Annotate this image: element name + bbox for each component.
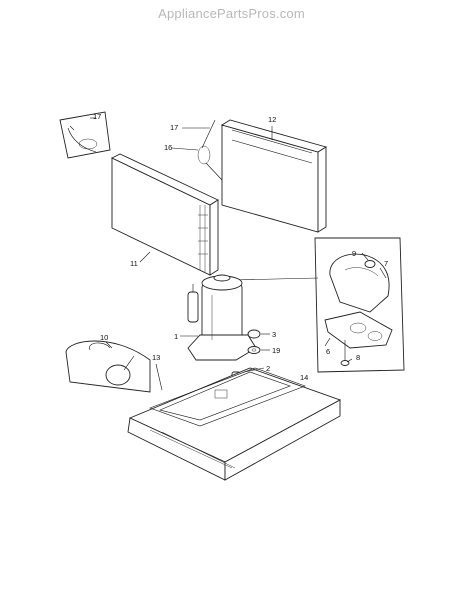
callout-19: 19: [272, 346, 280, 355]
callout-labels: 17 17 16 12 11 9 7 6 8 1 3 19 2 10 13 14: [93, 112, 388, 382]
callout-17: 17: [170, 123, 178, 132]
inset-box-thermistor: [59, 111, 111, 159]
callout-1: 1: [174, 332, 178, 341]
callout-2: 2: [266, 364, 270, 373]
callout-7: 7: [384, 259, 388, 268]
callout-9: 9: [352, 249, 356, 258]
callout-6: 6: [326, 347, 330, 356]
callout-leaders: [90, 117, 387, 391]
base-pan: [127, 367, 342, 481]
callout-16: 16: [164, 143, 172, 152]
detail-box-overload: [314, 237, 405, 373]
callout-8: 8: [356, 353, 360, 362]
callout-14: 14: [300, 373, 308, 382]
condenser-coil-left: [110, 153, 219, 276]
callout-3: 3: [272, 330, 276, 339]
callout-10: 10: [100, 333, 108, 342]
callout-12: 12: [268, 115, 276, 124]
compressor: [187, 274, 257, 361]
capacitor-inset: [65, 340, 151, 393]
evaporator-coil-right: [220, 119, 328, 233]
callout-13: 13: [152, 353, 160, 362]
leader-to-detail: [231, 277, 319, 281]
grommet-washer: [247, 329, 261, 354]
callout-17-inset: 17: [93, 112, 101, 121]
sensor-wire-16: [197, 119, 223, 181]
callout-11: 11: [130, 259, 138, 268]
watermark-text: AppliancePartsPros.com: [158, 6, 305, 21]
